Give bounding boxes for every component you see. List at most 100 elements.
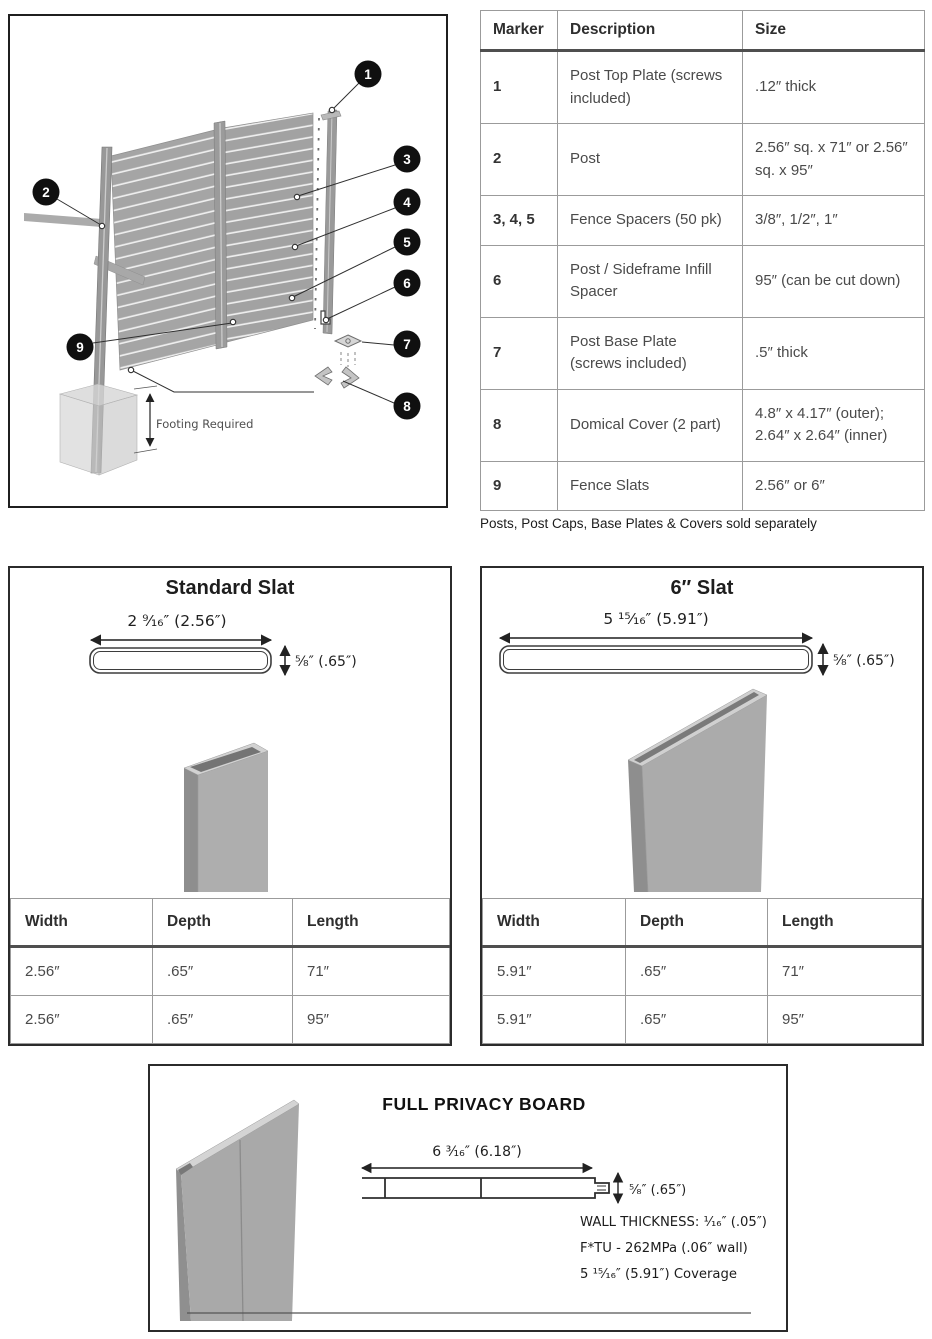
- standard-slat-3d-render: [183, 742, 269, 892]
- marker-badge-5: 5: [393, 228, 421, 256]
- col-size: Size: [742, 10, 925, 52]
- part-description: Fence Spacers (50 pk): [557, 195, 743, 246]
- spacer-dotted-line: [314, 117, 320, 330]
- col-width: Width: [10, 898, 153, 948]
- svg-text:9: 9: [76, 340, 84, 355]
- width-value: 2.56″: [10, 994, 153, 1044]
- col-depth: Depth: [152, 898, 293, 948]
- marker-number: 1: [480, 50, 558, 124]
- marker-badge-7: 7: [393, 330, 421, 358]
- depth-value: .65″: [625, 946, 768, 996]
- left-rail: [24, 213, 102, 227]
- size-row: 5.91″.65″71″: [482, 946, 922, 996]
- col-marker: Marker: [480, 10, 558, 52]
- wall-thickness-spec: WALL THICKNESS: ¹⁄₁₆″ (.05″): [580, 1215, 767, 1230]
- depth-value: .65″: [625, 994, 768, 1044]
- width-value: 5.91″: [482, 994, 626, 1044]
- fence-diagram-panel: Footing Required 1 2 3 4 5 6 7 8 9: [8, 14, 448, 508]
- standard-depth-dimension: ⁵⁄₈″ (.65″): [295, 654, 357, 670]
- marker-number: 2: [480, 123, 558, 196]
- fence-exploded-diagram: Footing Required 1 2 3 4 5 6 7 8 9: [24, 60, 421, 476]
- svg-text:3: 3: [403, 152, 411, 167]
- marker-badge-8: 8: [393, 392, 421, 420]
- privacy-board-title: FULL PRIVACY BOARD: [382, 1094, 585, 1114]
- size-row: 5.91″.65″95″: [482, 994, 922, 1044]
- privacy-width-dimension: 6 ³⁄₁₆″ (6.18″): [432, 1144, 522, 1160]
- marker-number: 8: [480, 388, 558, 462]
- ftu-spec: F*TU - 262MPa (.06″ wall): [580, 1241, 748, 1256]
- size-table-header-row: Width Depth Length: [10, 898, 450, 948]
- fence-illustration: [24, 109, 363, 476]
- six-inch-slat-title: 6″ Slat: [670, 577, 734, 599]
- marker-badge-4: 4: [393, 188, 421, 216]
- width-value: 5.91″: [482, 946, 626, 996]
- standard-width-dimension: 2 ⁹⁄₁₆″ (2.56″): [127, 612, 226, 630]
- privacy-board-specs: WALL THICKNESS: ¹⁄₁₆″ (.05″) F*TU - 262M…: [580, 1215, 767, 1282]
- part-size: 2.56″ sq. x 71″ or 2.56″ sq. x 95″: [742, 123, 925, 196]
- marker-badge-3: 3: [393, 145, 421, 173]
- privacy-board-cross-section: [362, 1177, 610, 1199]
- svg-text:7: 7: [403, 337, 411, 352]
- part-description: Fence Slats: [557, 460, 743, 511]
- part-size: 4.8″ x 4.17″ (outer); 2.64″ x 2.64″ (inn…: [742, 388, 925, 462]
- depth-value: .65″: [152, 994, 293, 1044]
- six-inch-slat-size-table: Width Depth Length 5.91″.65″71″ 5.91″.65…: [482, 898, 922, 1044]
- marker-badge-9: 9: [66, 333, 94, 361]
- length-value: 95″: [767, 994, 922, 1044]
- callout-endpoints: [98, 106, 336, 374]
- marker-number: 9: [480, 460, 558, 511]
- part-size: .5″ thick: [742, 316, 925, 390]
- svg-text:4: 4: [403, 195, 411, 210]
- marker-badges: 1 2 3 4 5 6 7 8 9: [32, 60, 421, 420]
- marker-number: 6: [480, 244, 558, 318]
- part-description: Post: [557, 123, 743, 196]
- part-description: Domical Cover (2 part): [557, 388, 743, 462]
- marker-badge-1: 1: [354, 60, 382, 88]
- standard-slat-title: Standard Slat: [165, 577, 295, 599]
- standard-slat-panel: Standard Slat 2 ⁹⁄₁₆″ (2.56″) ⁵⁄₈″ (.65″…: [8, 566, 452, 1046]
- size-row: 2.56″.65″71″: [10, 946, 450, 996]
- part-description: Post Top Plate (screws included): [557, 50, 743, 124]
- footing-block: [58, 383, 139, 476]
- sold-separately-note: Posts, Post Caps, Base Plates & Covers s…: [480, 516, 817, 531]
- length-value: 71″: [292, 946, 450, 996]
- callout-lines: [56, 82, 396, 404]
- svg-text:6: 6: [403, 276, 411, 291]
- slat-cross-section-outer: [499, 645, 813, 674]
- width-value: 2.56″: [10, 946, 153, 996]
- length-value: 95″: [292, 994, 450, 1044]
- part-description: Post / Sideframe Infill Spacer: [557, 244, 743, 318]
- part-size: 3/8″, 1/2″, 1″: [742, 195, 925, 246]
- post-base-plate: [333, 334, 363, 367]
- slat-cross-section-outer: [89, 647, 272, 674]
- footing-label: Footing Required: [156, 417, 253, 431]
- svg-text:1: 1: [364, 67, 372, 82]
- size-table-header-row: Width Depth Length: [482, 898, 922, 948]
- part-description: Post Base Plate (screws included): [557, 316, 743, 390]
- marker-number: 7: [480, 316, 558, 390]
- six-width-dimension: 5 ¹⁵⁄₁₆″ (5.91″): [603, 610, 708, 628]
- slat-panel-right-section: [222, 112, 314, 344]
- length-value: 71″: [767, 946, 922, 996]
- privacy-board-3d-render: [175, 1099, 300, 1322]
- privacy-board-diagram: FULL PRIVACY BOARD 6 ³⁄₁₆″ (6.18″) ⁵⁄₈″ …: [175, 1094, 767, 1322]
- part-size: 2.56″ or 6″: [742, 460, 925, 511]
- standard-slat-size-table: Width Depth Length 2.56″.65″71″ 2.56″.65…: [10, 898, 450, 1044]
- col-depth: Depth: [625, 898, 768, 948]
- part-size: .12″ thick: [742, 50, 925, 124]
- slat-cross-section-inner: [503, 649, 809, 670]
- coverage-spec: 5 ¹⁵⁄₁₆″ (5.91″) Coverage: [580, 1267, 737, 1282]
- standard-slat-diagram: 2 ⁹⁄₁₆″ (2.56″) ⁵⁄₈″ (.65″): [89, 612, 357, 892]
- privacy-depth-dimension: ⁵⁄₈″ (.65″): [629, 1183, 686, 1198]
- depth-value: .65″: [152, 946, 293, 996]
- footing-dimension: Footing Required: [133, 385, 253, 454]
